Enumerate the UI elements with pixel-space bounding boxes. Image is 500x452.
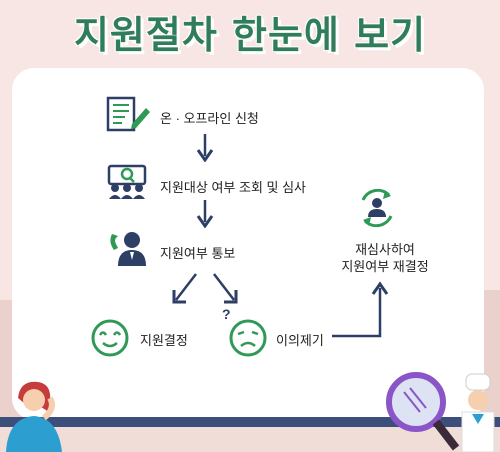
woman-character-illustration xyxy=(6,381,62,452)
arrow-objection-to-reexam xyxy=(332,281,389,338)
smiley-face-icon xyxy=(91,319,129,357)
step-decision-label: 지원결정 xyxy=(140,333,188,348)
arrow-down-left xyxy=(172,273,197,304)
phone-person-icon xyxy=(110,232,146,266)
chef-character-illustration xyxy=(461,373,495,452)
arrow-down-right xyxy=(213,273,238,304)
frown-face-icon xyxy=(229,319,267,357)
magnifier-icon xyxy=(386,372,460,451)
refresh-user-icon xyxy=(361,188,393,228)
reexam-text: 재심사하여 지원여부 재결정 xyxy=(320,241,450,275)
page-title: 지원절차 한눈에 보기 xyxy=(73,13,427,57)
screening-review-icon xyxy=(107,164,147,199)
step-review-label: 지원대상 여부 조회 및 심사 xyxy=(160,180,307,195)
footer-bar xyxy=(0,417,500,427)
arrow-down-1 xyxy=(196,134,214,162)
step-apply-label: 온 · 오프라인 신청 xyxy=(160,111,259,126)
step-notify-label: 지원여부 통보 xyxy=(160,246,236,261)
step-objection-label: 이의제기 xyxy=(276,333,324,348)
process-card xyxy=(12,68,484,420)
arrow-down-2 xyxy=(196,200,214,228)
reexam-line-2: 지원여부 재결정 xyxy=(341,259,429,274)
reexam-line-1: 재심사하여 xyxy=(355,242,415,257)
document-pencil-icon xyxy=(106,96,150,132)
question-mark: ? xyxy=(222,306,231,322)
